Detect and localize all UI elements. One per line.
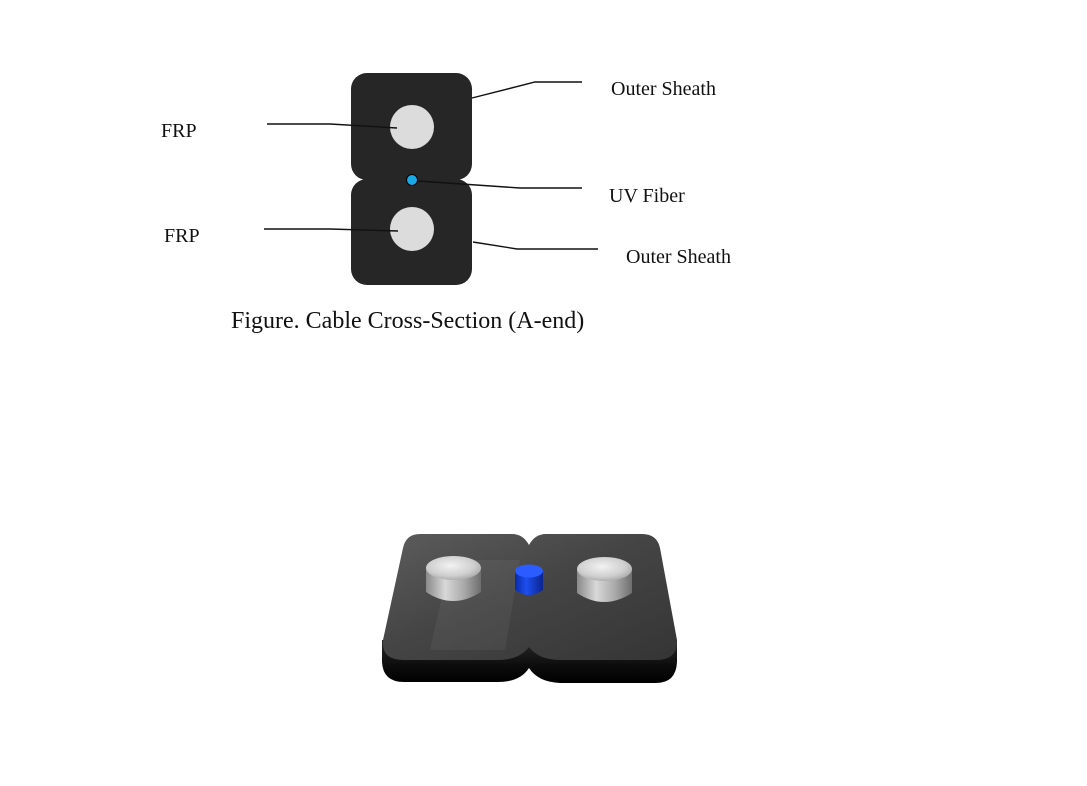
leader-outer-sheath-top bbox=[471, 81, 582, 99]
leader-uv-fiber bbox=[417, 180, 582, 189]
cross-section-drawing bbox=[351, 73, 472, 285]
frp-3d-right bbox=[577, 557, 632, 602]
figure-caption: Figure. Cable Cross-Section (A-end) bbox=[231, 308, 584, 334]
label-frp-bottom: FRP bbox=[164, 225, 200, 247]
leader-frp-top bbox=[267, 123, 398, 129]
uv-fiber-3d bbox=[515, 564, 543, 595]
leader-outer-sheath-bottom bbox=[472, 241, 598, 250]
leader-lines bbox=[264, 81, 598, 250]
leader-frp-bottom bbox=[264, 228, 399, 232]
label-outer-sheath-top: Outer Sheath bbox=[611, 78, 716, 100]
cable-3d-render bbox=[382, 534, 678, 683]
label-outer-sheath-bottom: Outer Sheath bbox=[626, 246, 731, 268]
cable-3d-top-face bbox=[382, 534, 678, 660]
frp-3d-left bbox=[426, 556, 481, 601]
frp-top-rod bbox=[390, 105, 434, 149]
label-frp-top: FRP bbox=[161, 120, 197, 142]
uv-fiber-dot bbox=[406, 174, 418, 186]
label-uv-fiber: UV Fiber bbox=[609, 185, 685, 207]
frp-bottom-rod bbox=[390, 207, 434, 251]
